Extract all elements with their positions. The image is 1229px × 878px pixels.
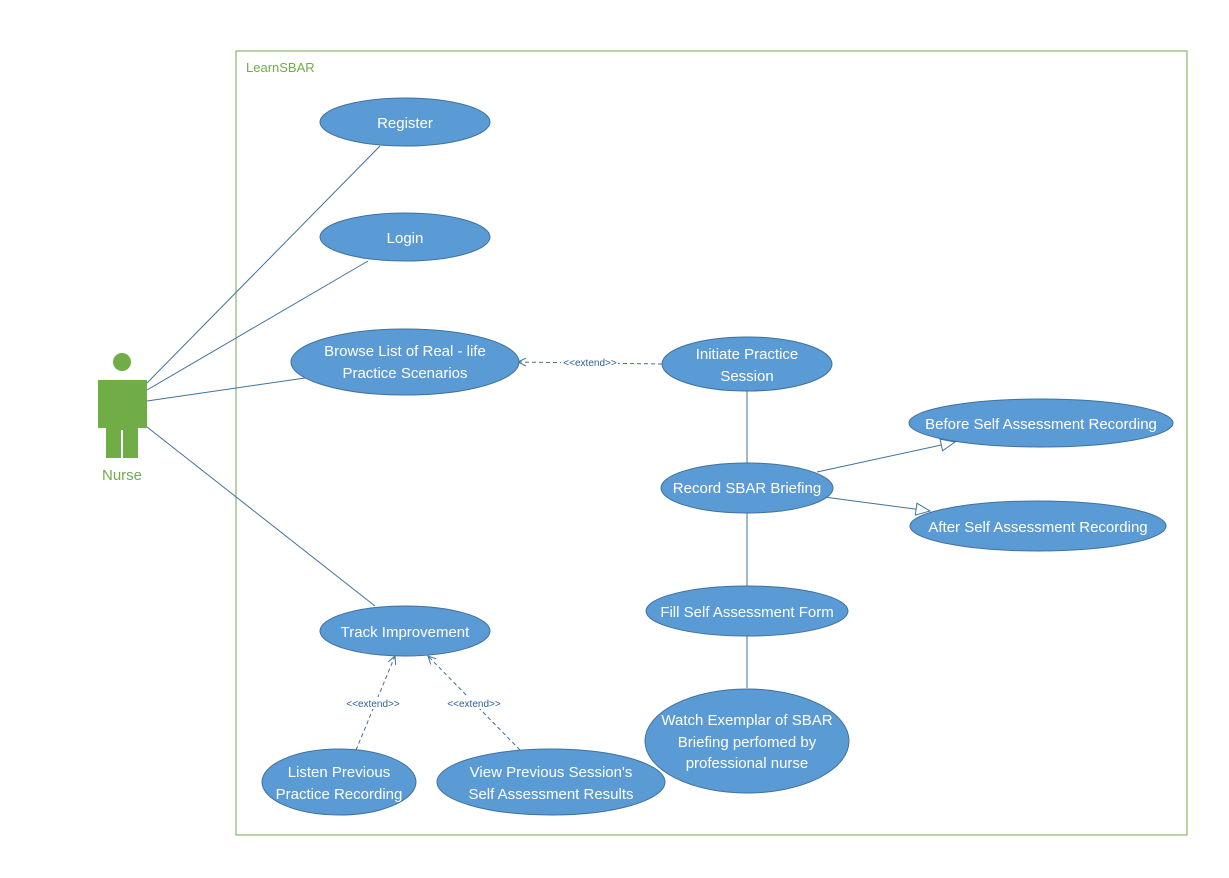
use-case-record-label: Record SBAR Briefing: [673, 480, 821, 497]
use-case-watch-label-1: Watch Exemplar of SBAR: [661, 712, 832, 729]
use-case-initiate[interactable]: [661, 336, 833, 392]
use-case-fill[interactable]: [645, 585, 849, 637]
extend-dependencies: [355, 362, 663, 751]
use-case-listen[interactable]: [261, 748, 417, 816]
use-case-browse[interactable]: [290, 328, 520, 396]
use-case-login[interactable]: [319, 212, 491, 262]
use-case-before-label: Before Self Assessment Recording: [925, 416, 1157, 433]
extend-label-view: <<extend>>: [447, 699, 501, 710]
use-case-watch[interactable]: [644, 688, 850, 794]
use-case-track[interactable]: [319, 605, 491, 657]
use-case-view-label-1: View Previous Session's: [470, 764, 633, 781]
assoc-browse: [146, 377, 306, 402]
assoc-register: [146, 145, 381, 384]
assoc-track: [146, 426, 376, 607]
use-case-listen-label-1: Listen Previous: [288, 764, 391, 781]
use-case-initiate-label-1: Initiate Practice: [696, 346, 799, 363]
use-case-watch-label-3: professional nurse: [686, 755, 809, 772]
system-title: LearnSBAR: [246, 60, 315, 75]
assoc-login: [146, 260, 369, 391]
use-case-browse-label-1: Browse List of Real - life: [324, 343, 486, 360]
use-case-record[interactable]: [660, 462, 834, 514]
use-case-view[interactable]: [436, 748, 666, 816]
use-case-before[interactable]: [908, 398, 1174, 448]
use-case-fill-label: Fill Self Assessment Form: [660, 604, 833, 621]
use-case-register-label: Register: [377, 115, 433, 132]
extend-label-browse: <<extend>>: [563, 358, 617, 369]
use-case-watch-label-2: Briefing perfomed by: [678, 734, 817, 751]
generalization-after: [823, 496, 930, 511]
actor-label: Nurse: [102, 467, 142, 484]
use-case-track-label: Track Improvement: [341, 624, 470, 641]
use-case-after-label: After Self Assessment Recording: [928, 519, 1147, 536]
use-case-register[interactable]: [319, 97, 491, 147]
extend-label-listen: <<extend>>: [346, 699, 400, 710]
system-boundary: [235, 50, 1188, 836]
nurse-actor-icon: [98, 353, 147, 458]
use-case-browse-label-2: Practice Scenarios: [342, 365, 467, 382]
associations: [146, 145, 748, 688]
use-case-view-label-2: Self Assessment Results: [468, 786, 633, 803]
generalization-before: [816, 442, 955, 473]
use-case-initiate-label-2: Session: [720, 368, 773, 385]
use-case-after[interactable]: [909, 500, 1167, 552]
use-case-listen-label-2: Practice Recording: [276, 786, 403, 803]
use-case-login-label: Login: [387, 230, 424, 247]
